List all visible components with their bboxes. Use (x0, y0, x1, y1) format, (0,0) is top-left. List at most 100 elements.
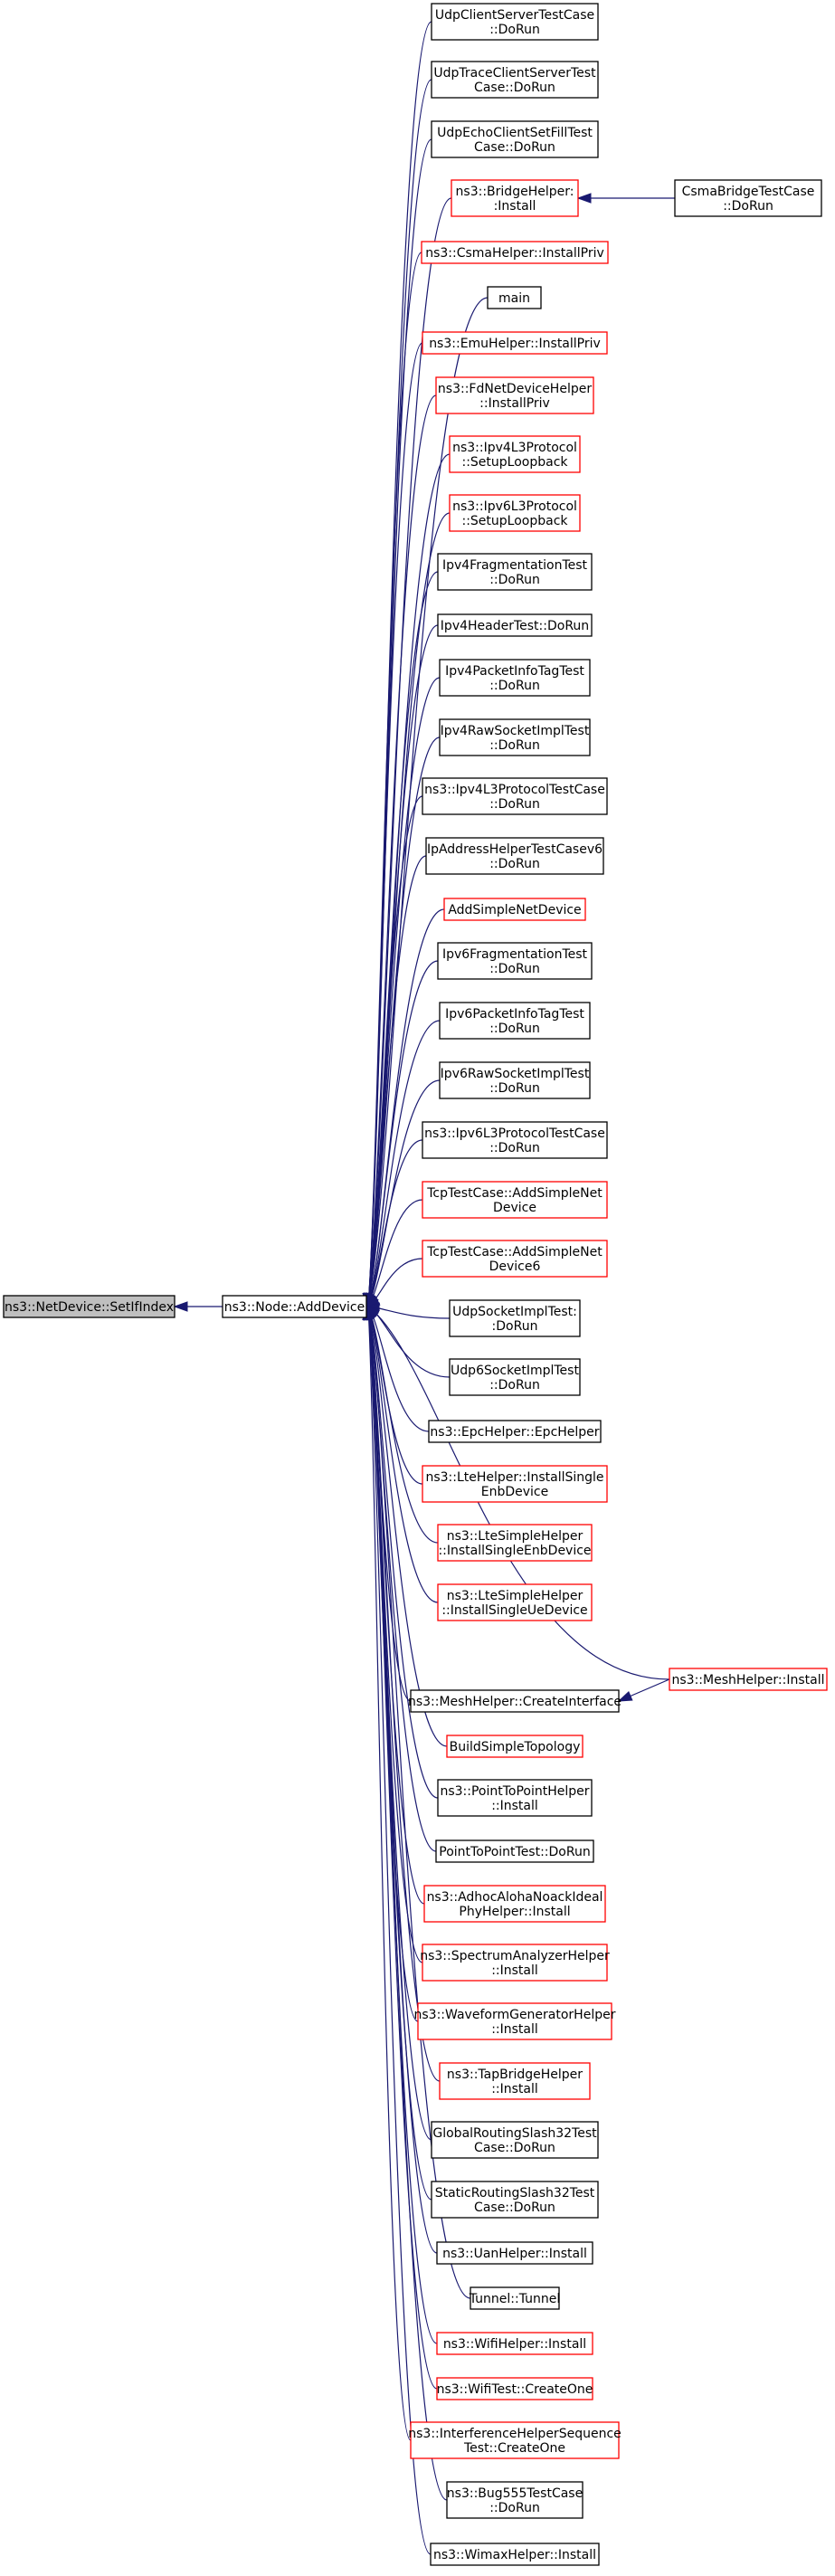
node-label: ns3::EpcHelper::EpcHelper (430, 1425, 599, 1440)
node-label: Ipv4RawSocketImplTest (441, 724, 590, 738)
node-box (422, 1181, 608, 1219)
node-addsimplenetdevice[interactable]: AddSimpleNetDevice (443, 898, 586, 921)
node-pointtopointhelper[interactable]: ns3::PointToPointHelper::Install (437, 1779, 593, 1817)
node-box (487, 286, 542, 309)
node-udp6socketimpl[interactable]: Udp6SocketImplTest::DoRun (449, 1358, 581, 1396)
node-label: Case::DoRun (474, 2201, 555, 2215)
node-box (446, 1735, 584, 1758)
node-box (436, 2241, 593, 2265)
node-wifihelper[interactable]: ns3::WifiHelper::Install (436, 2332, 593, 2355)
node-box (436, 2332, 593, 2355)
node-spectrumanalyzer[interactable]: ns3::SpectrumAnalyzerHelper::Install (420, 1944, 610, 1982)
node-label: ::InstallSingleUeDevice (441, 1603, 587, 1618)
node-setifindex[interactable]: ns3::NetDevice::SetIfIndex (3, 1295, 176, 1318)
node-ipv4fragmentation[interactable]: Ipv4FragmentationTest::DoRun (437, 553, 593, 591)
node-waveformgenerator[interactable]: ns3::WaveformGeneratorHelper::Install (414, 2002, 616, 2040)
node-meshcreateinterface[interactable]: ns3::MeshHelper::CreateInterface (408, 1689, 622, 1713)
edge-emuhelper-to-adddevice (367, 342, 423, 1307)
node-pointtopointtest[interactable]: PointToPointTest::DoRun (435, 1839, 594, 1863)
node-box (430, 2543, 600, 2566)
edge-ipv6fragmentation-to-adddevice (367, 960, 439, 1307)
node-buildsimpletopology[interactable]: BuildSimpleTopology (446, 1735, 584, 1758)
node-label: ::Install (491, 2022, 538, 2037)
edge-meshinstall-to-meshcreateinterface-arrowhead (617, 1691, 633, 1702)
node-label: ns3::LteHelper::InstallSingle (425, 1470, 603, 1485)
node-label: ns3::MeshHelper::CreateInterface (408, 1695, 622, 1709)
node-uanhelper[interactable]: ns3::UanHelper::Install (436, 2241, 593, 2265)
node-csmabridge[interactable]: CsmaBridgeTestCase::DoRun (674, 179, 822, 217)
node-box (431, 3, 599, 41)
node-box (431, 120, 599, 158)
node-tcpaddsimple[interactable]: TcpTestCase::AddSimpleNetDevice (422, 1181, 608, 1219)
edge-fdnetdevicehelper-to-adddevice (367, 394, 437, 1307)
edge-ipv6l3protocoltest-to-adddevice (367, 1139, 423, 1307)
node-tunnel[interactable]: Tunnel::Tunnel (469, 2286, 561, 2310)
node-bug555[interactable]: ns3::Bug555TestCase::DoRun (446, 2481, 584, 2519)
node-meshinstall[interactable]: ns3::MeshHelper::Install (669, 1668, 828, 1691)
node-label: ns3::NetDevice::SetIfIndex (5, 1300, 174, 1315)
node-box (422, 1944, 608, 1982)
node-label: GlobalRoutingSlash32Test (432, 2126, 597, 2141)
node-box (422, 1121, 608, 1159)
node-emuhelper[interactable]: ns3::EmuHelper::InstallPriv (422, 331, 608, 355)
edge-csmabridge-to-bridgehelper-arrowhead (576, 193, 592, 204)
node-label: UdpSocketImplTest: (452, 1305, 577, 1319)
node-box (428, 1420, 602, 1443)
node-csmahelper[interactable]: ns3::CsmaHelper::InstallPriv (421, 241, 609, 264)
node-ipv4rawsocket[interactable]: Ipv4RawSocketImplTest::DoRun (439, 718, 591, 756)
node-label: Device6 (489, 1259, 541, 1274)
node-ltehelper[interactable]: ns3::LteHelper::InstallSingleEnbDevice (422, 1465, 608, 1503)
node-udpsocketimpl[interactable]: UdpSocketImplTest::DoRun (449, 1299, 581, 1337)
node-label: ::DoRun (489, 857, 540, 871)
node-label: ::Install (491, 1963, 538, 1978)
node-ltesimpleenb[interactable]: ns3::LteSimpleHelper::InstallSingleEnbDe… (437, 1524, 593, 1562)
node-label: ns3::FdNetDeviceHelper (438, 382, 592, 396)
node-bridgehelper[interactable]: ns3::BridgeHelper::Install (451, 179, 579, 217)
node-label: ns3::PointToPointHelper (440, 1784, 589, 1799)
node-tapbridgehelper[interactable]: ns3::TapBridgeHelper::Install (439, 2062, 591, 2100)
node-ipv6packetinfotag[interactable]: Ipv6PacketInfoTagTest::DoRun (439, 1002, 591, 1040)
node-interferencehelper[interactable]: ns3::InterferenceHelperSequenceTest::Cre… (408, 2421, 622, 2459)
node-ipaddresshelper[interactable]: IpAddressHelperTestCasev6::DoRun (425, 837, 604, 875)
node-label: ::DoRun (489, 1378, 540, 1393)
node-ipv6fragmentation[interactable]: Ipv6FragmentationTest::DoRun (437, 942, 593, 980)
node-box (437, 1524, 593, 1562)
node-label: ::InstallSingleEnbDevice (438, 1544, 591, 1558)
node-ipv4packetinfotag[interactable]: Ipv4PacketInfoTagTest::DoRun (439, 659, 591, 697)
node-ipv6rawsocket[interactable]: Ipv6RawSocketImplTest::DoRun (439, 1061, 591, 1099)
node-wimaxhelper[interactable]: ns3::WimaxHelper::Install (430, 2543, 600, 2566)
node-ipv4l3setuploopback[interactable]: ns3::Ipv4L3Protocol::SetupLoopback (449, 435, 581, 473)
node-epchelper[interactable]: ns3::EpcHelper::EpcHelper (428, 1420, 602, 1443)
node-udpclientserver[interactable]: UdpClientServerTestCase::DoRun (431, 3, 599, 41)
node-fdnetdevicehelper[interactable]: ns3::FdNetDeviceHelper::InstallPriv (435, 376, 594, 414)
node-label: UdpEchoClientSetFillTest (437, 126, 593, 140)
node-box (422, 331, 608, 355)
node-label: CsmaBridgeTestCase (682, 185, 815, 199)
node-label: Ipv6PacketInfoTagTest (445, 1007, 584, 1022)
node-box (439, 1061, 591, 1099)
node-label: ns3::Node::AddDevice (224, 1300, 365, 1315)
node-adhocaloha[interactable]: ns3::AdhocAlohaNoackIdealPhyHelper::Inst… (423, 1885, 606, 1923)
node-box (422, 777, 608, 815)
node-box (451, 179, 579, 217)
node-label: ns3::AdhocAlohaNoackIdeal (427, 1890, 603, 1905)
node-ltesimpleue[interactable]: ns3::LteSimpleHelper::InstallSingleUeDev… (437, 1583, 593, 1621)
node-wifitest[interactable]: ns3::WifiTest::CreateOne (436, 2377, 593, 2400)
node-adddevice[interactable]: ns3::Node::AddDevice (222, 1295, 367, 1318)
node-ipv4l3protocoltest[interactable]: ns3::Ipv4L3ProtocolTestCase::DoRun (422, 777, 608, 815)
node-label: PointToPointTest::DoRun (439, 1845, 590, 1859)
node-ipv4header[interactable]: Ipv4HeaderTest::DoRun (437, 613, 593, 637)
node-label: ::DoRun (489, 1081, 540, 1096)
node-box (439, 718, 591, 756)
node-label: ns3::BridgeHelper: (456, 185, 574, 199)
node-ipv6l3protocoltest[interactable]: ns3::Ipv6L3ProtocolTestCase::DoRun (422, 1121, 608, 1159)
node-main[interactable]: main (487, 286, 542, 309)
node-ipv6l3setuploopback[interactable]: ns3::Ipv6L3Protocol::SetupLoopback (449, 494, 581, 532)
node-label: Test::CreateOne (463, 2441, 565, 2456)
